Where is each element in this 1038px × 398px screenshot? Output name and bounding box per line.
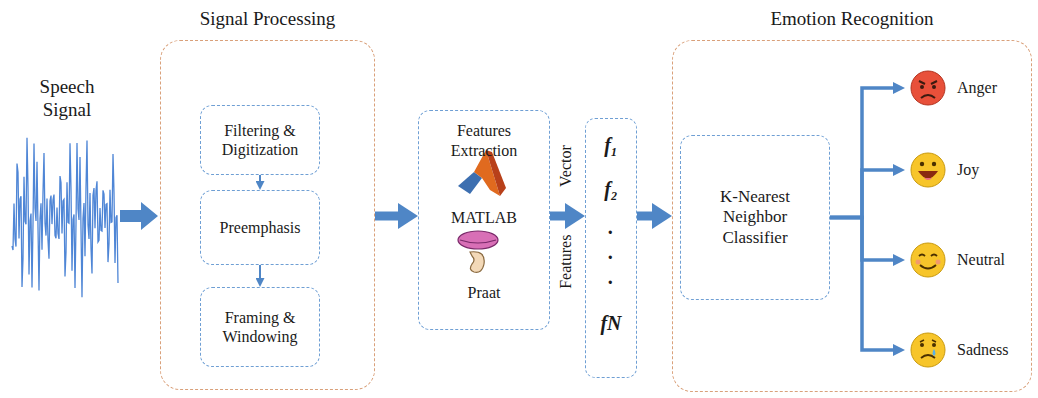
emotion-label: Anger (957, 79, 997, 97)
anger-emoji (911, 71, 945, 105)
group-title: Emotion Recognition (672, 8, 1032, 30)
box-text: K-Nearest Neighbor Classifier (689, 187, 821, 248)
praat-logo (458, 231, 498, 272)
flow-arrow (830, 88, 893, 218)
flow-arrow (830, 170, 893, 218)
emotion-output: Anger (905, 70, 1017, 106)
group-title: Signal Processing (160, 8, 375, 30)
process-box: Framing & Windowing (200, 287, 320, 367)
tool-name: Praat (424, 283, 544, 303)
sadness-emoji (911, 333, 945, 367)
classifier-box: K-Nearest Neighbor Classifier (680, 135, 830, 300)
speech-waveform (12, 138, 118, 297)
box-title: Features Extraction (434, 121, 534, 161)
flow-arrow (637, 212, 652, 221)
process-box: Preemphasis (200, 190, 320, 265)
feature-item: f₁ (586, 133, 636, 157)
emotion-label: Neutral (957, 251, 1005, 269)
flow-arrow (830, 218, 893, 351)
feature-item: . (586, 240, 636, 264)
emotion-output: Sadness (905, 332, 1017, 368)
extraction-box: Features ExtractionMATLAB Praat (418, 110, 550, 330)
joy-emoji (911, 153, 945, 187)
flow-arrow (259, 175, 261, 181)
box-text: Filtering & Digitization (209, 121, 311, 159)
box-text: Framing & Windowing (209, 308, 311, 346)
recognition-group: Emotion RecognitionK-Nearest Neighbor Cl… (672, 8, 1032, 392)
process-group: Signal ProcessingFiltering & Digitizatio… (160, 8, 375, 390)
feature-item: . (586, 265, 636, 289)
neutral-emoji (911, 243, 945, 277)
flow-arrow (259, 265, 261, 278)
feature-item: fN (586, 311, 636, 335)
emotion-label: Joy (957, 161, 979, 179)
signal-label: Speech Signal (22, 76, 112, 122)
box-text: Preemphasis (220, 218, 301, 237)
emotion-output: Joy (905, 152, 1017, 188)
vector-title: Features Vector (556, 145, 575, 289)
flow-arrow (375, 212, 398, 221)
feature-vector: Features Vectorf₁f₂...fN (585, 118, 637, 378)
feature-item: . (586, 215, 636, 239)
feature-item: f₂ (586, 177, 636, 201)
tool-name: MATLAB (424, 208, 544, 228)
emotion-label: Sadness (957, 341, 1009, 359)
process-box: Filtering & Digitization (200, 105, 320, 175)
emotion-output: Neutral (905, 242, 1017, 278)
block-arrow (120, 202, 158, 230)
